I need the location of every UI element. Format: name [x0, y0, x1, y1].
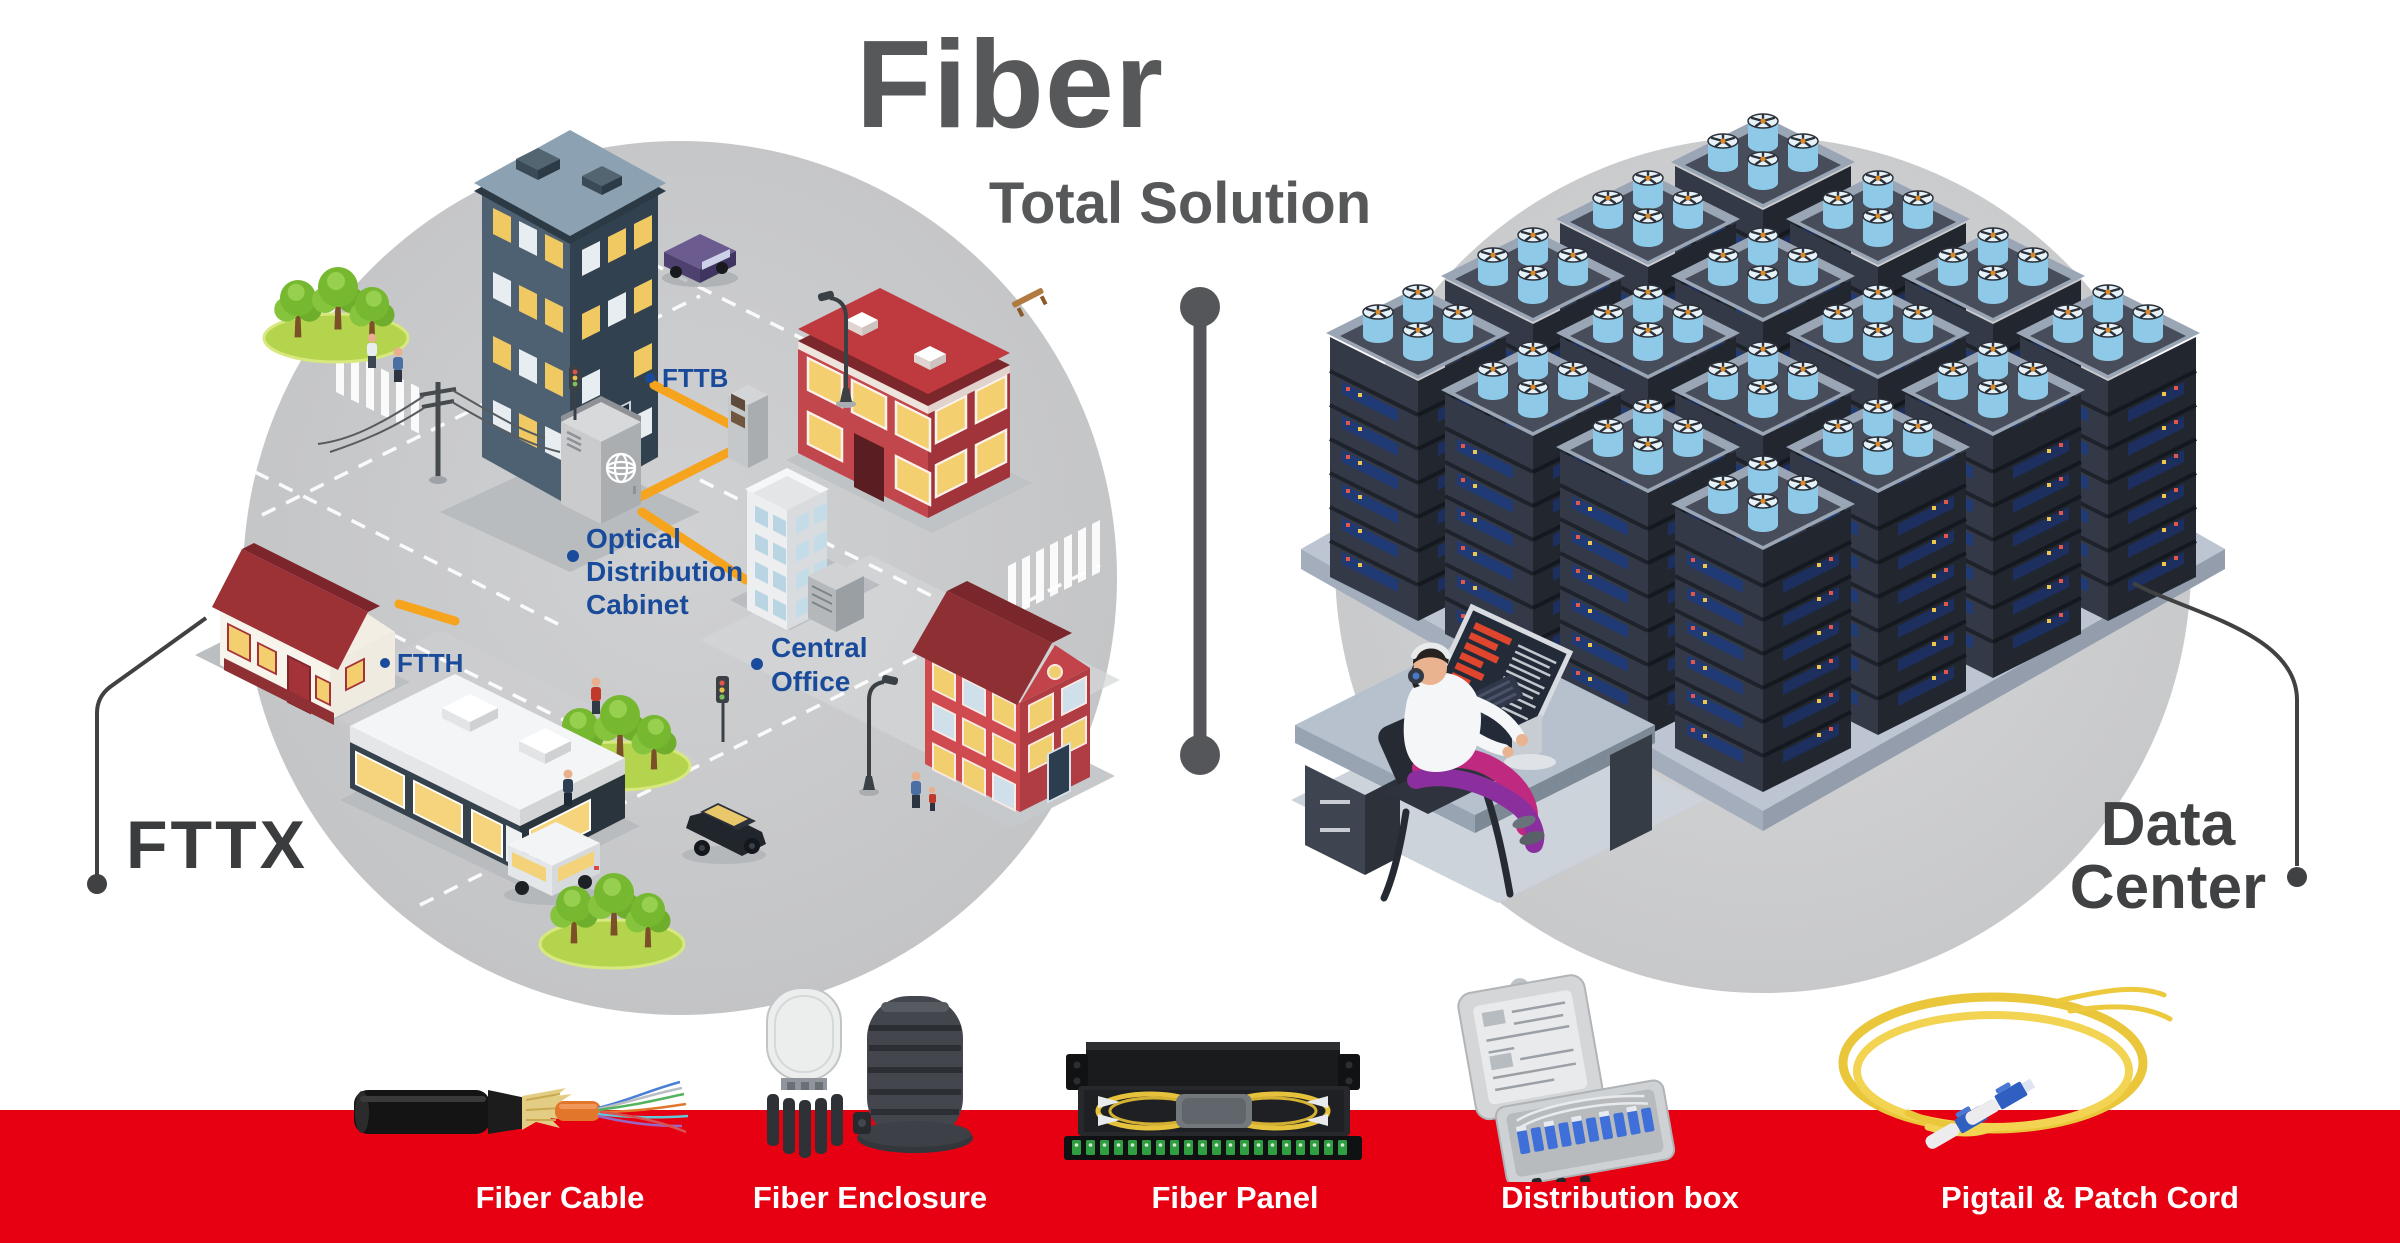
red-building: [798, 288, 1010, 518]
product-label-pigtail-patchcord: Pigtail & Patch Cord: [1941, 1180, 2239, 1215]
pedestrians: [367, 333, 936, 811]
central-office-building: [745, 468, 864, 632]
headphones-icon: [1411, 642, 1451, 659]
fiber-enclosure-image: [766, 987, 973, 1158]
server-cabinet: [808, 562, 864, 632]
car: [682, 803, 766, 864]
street-lamp: [859, 674, 899, 796]
globe-icon: [605, 452, 637, 484]
bench: [1011, 288, 1048, 318]
traffic-light: [716, 676, 729, 742]
ftth-label: FTTH: [397, 648, 463, 678]
distribution-box-image: [1457, 974, 1676, 1182]
product-label-fiber-enclosure: Fiber Enclosure: [752, 1180, 988, 1215]
datacenter-connector-dot: [2287, 867, 2307, 887]
product-label-distribution-box: Distribution box: [1501, 1180, 1739, 1215]
red-house: [212, 543, 419, 729]
datacenter-label-1: Data: [2101, 790, 2236, 859]
fiber-panel-image: [1064, 1042, 1362, 1160]
central-office-label-2: Office: [771, 666, 850, 697]
product-label-fiber-cable: Fiber Cable: [475, 1180, 645, 1215]
street-lamp: [817, 290, 856, 408]
page-subtitle: Total Solution: [988, 171, 1372, 236]
fttx-label: FTTX: [126, 807, 308, 883]
crosswalk: [1008, 520, 1100, 618]
pigtail-patchcord-image: [1838, 986, 2173, 1149]
lc-connector: [1965, 1078, 2036, 1125]
shop-building: [350, 674, 625, 872]
network-labels: FTTB FTTH Optical Distribution Cabinet C…: [380, 363, 867, 697]
divider-line: [1180, 287, 1220, 775]
datacenter-label-2: Center: [2070, 853, 2266, 922]
central-office-label-1: Central: [771, 632, 867, 663]
datacenter-scene: Data Center: [1291, 0, 2307, 993]
datacenter-connector: [2132, 581, 2299, 866]
product-label-fiber-panel: Fiber Panel: [1151, 1180, 1319, 1215]
van: [662, 234, 738, 287]
rooftop-units: [516, 148, 622, 195]
fttx-connector: [95, 616, 208, 884]
page-title: Fiber: [855, 16, 1165, 154]
operator: [1378, 642, 1545, 902]
odc-label-2: Distribution: [586, 556, 743, 587]
fttb-label: FTTB: [662, 363, 728, 393]
odc-label-1: Optical: [586, 523, 681, 554]
street-cabinet: [728, 385, 768, 468]
traffic-light: [569, 366, 581, 420]
optical-distribution-cabinet: [561, 396, 641, 524]
utility-pole: [317, 382, 561, 484]
fttx-scene: FTTB FTTH Optical Distribution Cabinet C…: [87, 130, 1120, 1015]
odc-label-3: Cabinet: [586, 589, 689, 620]
red-apartment-building: [912, 581, 1090, 812]
fttx-connector-dot: [87, 874, 107, 894]
fiber-cable-image: [354, 1080, 689, 1134]
